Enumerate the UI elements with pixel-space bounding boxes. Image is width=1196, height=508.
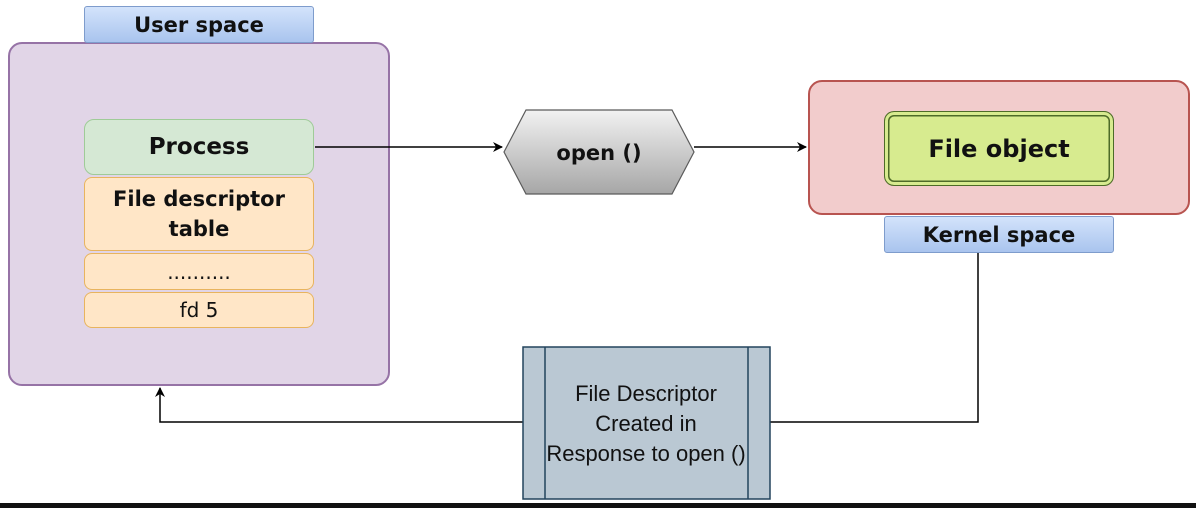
response-label: File Descriptor Created in Response to o… (546, 381, 746, 466)
bottom-border (0, 503, 1196, 508)
fd-table-row-fd5: fd 5 (84, 292, 314, 328)
open-call-hexagon (503, 109, 695, 195)
process-box: Process (84, 119, 314, 175)
fd-table-row-ellipsis: .......... (84, 253, 314, 290)
file-object-box: File object (884, 111, 1114, 186)
kernel-space-tab: Kernel space (884, 216, 1114, 253)
fd-table-header: File descriptor table (84, 177, 314, 251)
response-process-box (522, 346, 771, 500)
user-space-tab: User space (84, 6, 314, 43)
open-call-label: open () (556, 141, 642, 165)
